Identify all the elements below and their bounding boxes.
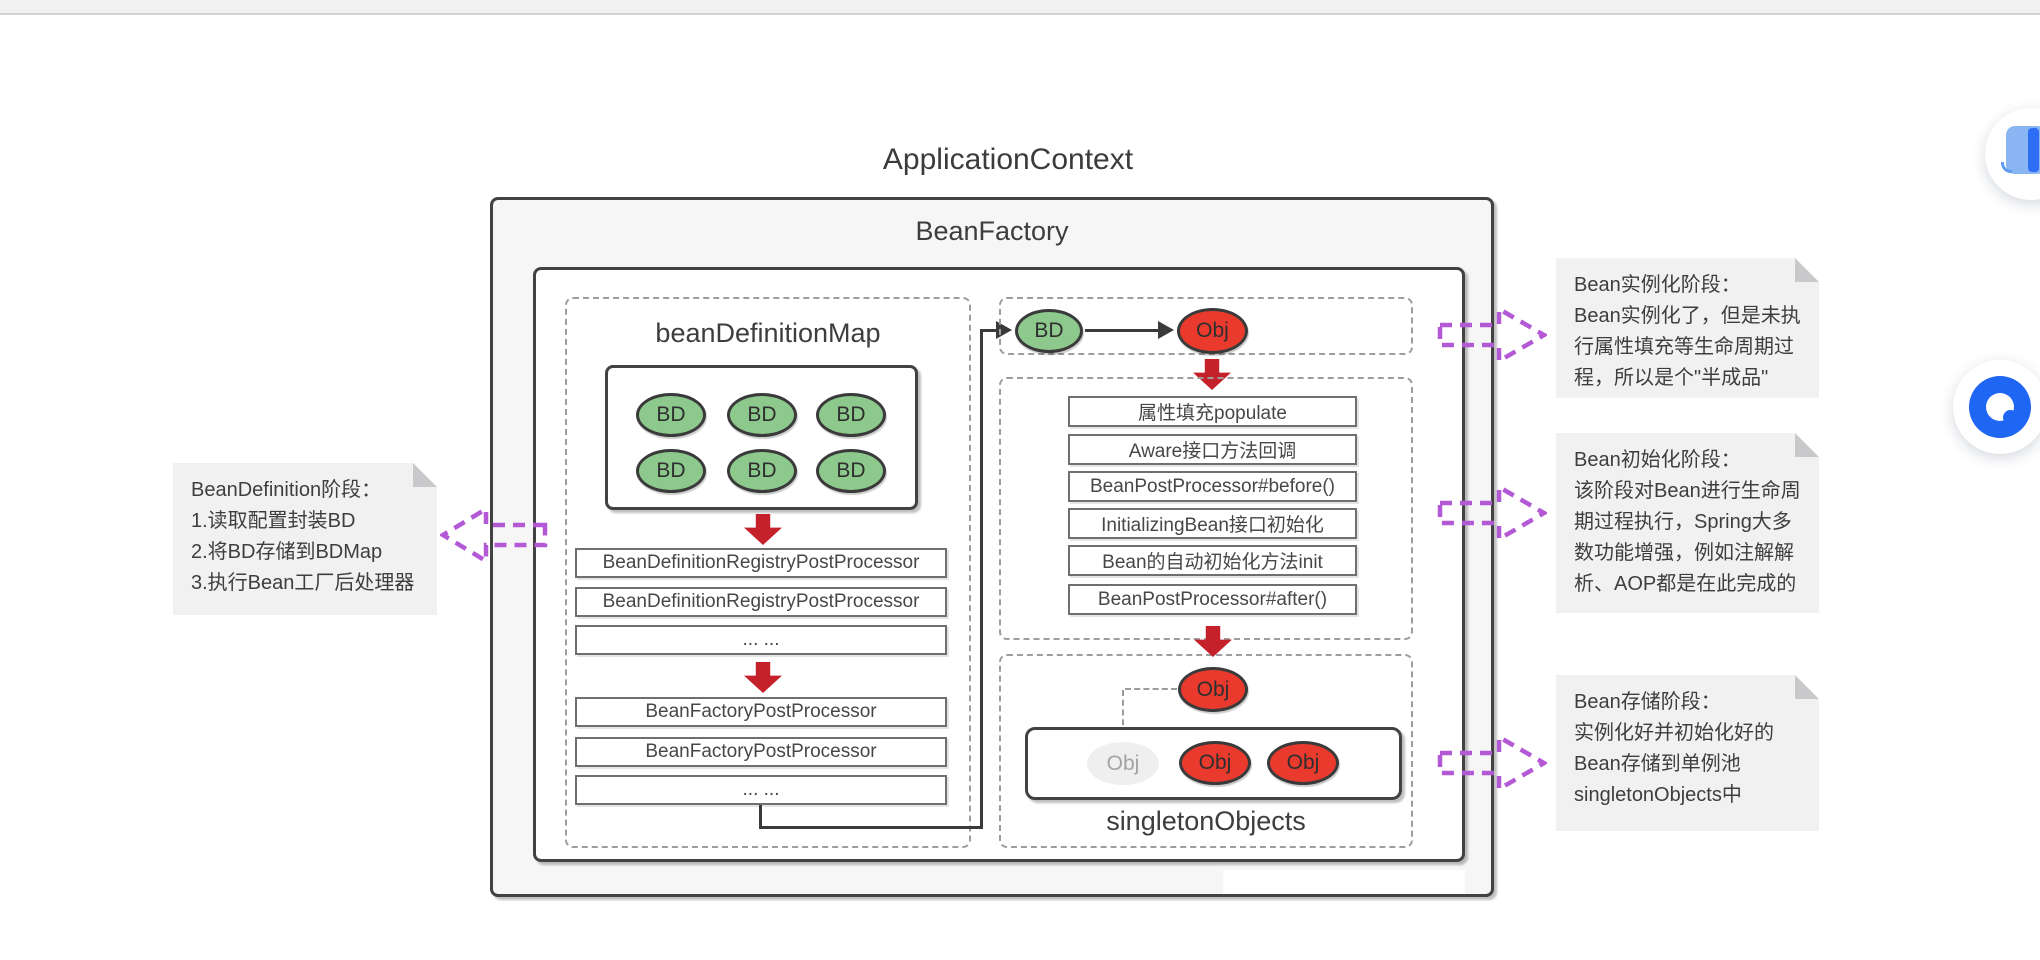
- note-line: 实例化好并初始化好的: [1574, 722, 1774, 744]
- registry-postprocessor-box: BeanDefinitionRegistryPostProcessor: [575, 548, 947, 578]
- singleton-objects-label: singletonObjects: [1106, 806, 1306, 836]
- bd-ellipse: BD: [816, 393, 886, 437]
- browser-top-strip: [0, 0, 2040, 15]
- registry-ellipsis-box: ... ...: [575, 625, 947, 655]
- note-line: 析、AOP都是在此完成的: [1574, 573, 1797, 595]
- lifecycle-step-box: BeanPostProcessor#after(): [1068, 584, 1357, 615]
- purple-dashed-arrow-right-icon: [1437, 484, 1547, 542]
- bd-ellipse: BD: [816, 449, 886, 493]
- note-line: Bean实例化了，但是未执: [1574, 305, 1801, 327]
- note-line: 数功能增强，例如注解解: [1574, 542, 1794, 564]
- connector-line: [759, 805, 762, 828]
- factory-postprocessor-box: BeanFactoryPostProcessor: [575, 737, 947, 767]
- note-line: BeanDefinition阶段：: [191, 479, 382, 501]
- connector-line: [980, 330, 983, 829]
- connector-line: [759, 826, 983, 829]
- gray-dashed-line: [1122, 690, 1124, 735]
- note-line: 3.执行Bean工厂后处理器: [191, 572, 415, 594]
- white-patch: [1223, 870, 1465, 894]
- note-line: Bean实例化阶段：: [1574, 274, 1741, 296]
- obj-ghost-ellipse: Obj: [1087, 742, 1159, 785]
- obj-ellipse: Obj: [1179, 741, 1251, 785]
- arrowhead-right-icon: [1158, 321, 1174, 339]
- gray-dashed-line: [1125, 688, 1177, 690]
- storage-area: [999, 654, 1413, 848]
- bd-ellipse: BD: [636, 449, 706, 493]
- note-line: 期过程执行，Spring大多: [1574, 511, 1792, 533]
- note-bean-instantiation: Bean实例化阶段： Bean实例化了，但是未执 行属性填充等生命周期过 程，所…: [1556, 258, 1819, 398]
- lifecycle-step-box: Bean的自动初始化方法init: [1068, 545, 1357, 576]
- floating-widget-button[interactable]: [1985, 108, 2040, 200]
- bd-ellipse: BD: [636, 393, 706, 437]
- lifecycle-step-box: InitializingBean接口初始化: [1068, 508, 1357, 539]
- factory-postprocessor-box: BeanFactoryPostProcessor: [575, 697, 947, 727]
- note-line: singletonObjects中: [1574, 784, 1742, 806]
- widget-icon-bar: [2028, 128, 2039, 172]
- note-line: 1.读取配置封装BD: [191, 510, 356, 532]
- note-line: Bean初始化阶段：: [1574, 449, 1741, 471]
- lifecycle-step-box: BeanPostProcessor#before(): [1068, 471, 1357, 502]
- quark-logo-icon: [1969, 376, 2031, 438]
- note-line: Bean存储阶段：: [1574, 691, 1721, 713]
- note-bean-initialization: Bean初始化阶段： 该阶段对Bean进行生命周 期过程执行，Spring大多 …: [1556, 433, 1819, 613]
- bd-ellipse: BD: [727, 393, 797, 437]
- bean-definition-area: [565, 297, 971, 848]
- note-line: 行属性填充等生命周期过: [1574, 336, 1794, 358]
- obj-ellipse: Obj: [1178, 667, 1248, 712]
- bean-definition-map-label: beanDefinitionMap: [655, 318, 881, 348]
- registry-postprocessor-box: BeanDefinitionRegistryPostProcessor: [575, 587, 947, 617]
- note-line: 程，所以是个"半成品": [1574, 367, 1769, 389]
- beanfactory-label: BeanFactory: [915, 216, 1069, 246]
- quark-browser-button[interactable]: [1953, 360, 2040, 454]
- obj-ellipse: Obj: [1267, 741, 1339, 785]
- purple-dashed-arrow-right-icon: [1437, 734, 1547, 792]
- obj-ellipse: Obj: [1177, 308, 1248, 354]
- purple-dashed-arrow-left-icon: [440, 506, 548, 564]
- connector-line: [980, 329, 998, 332]
- instantiation-area: [999, 297, 1413, 355]
- factory-ellipsis-box: ... ...: [575, 775, 947, 805]
- bd-ellipse: BD: [1015, 309, 1083, 353]
- connector-line: [1085, 329, 1160, 332]
- note-bean-definition: BeanDefinition阶段： 1.读取配置封装BD 2.将BD存储到BDM…: [173, 463, 437, 615]
- note-line: Bean存储到单例池: [1574, 753, 1741, 775]
- diagram-title: ApplicationContext: [882, 143, 1134, 176]
- bd-ellipse: BD: [727, 449, 797, 493]
- lifecycle-step-box: 属性填充populate: [1068, 396, 1357, 427]
- note-line: 该阶段对Bean进行生命周: [1574, 480, 1801, 502]
- note-line: 2.将BD存储到BDMap: [191, 541, 383, 563]
- lifecycle-step-box: Aware接口方法回调: [1068, 434, 1357, 465]
- purple-dashed-arrow-right-icon: [1437, 306, 1547, 364]
- widget-icon-hook: [2001, 162, 2012, 173]
- note-bean-storage: Bean存储阶段： 实例化好并初始化好的 Bean存储到单例池 singleto…: [1556, 675, 1819, 831]
